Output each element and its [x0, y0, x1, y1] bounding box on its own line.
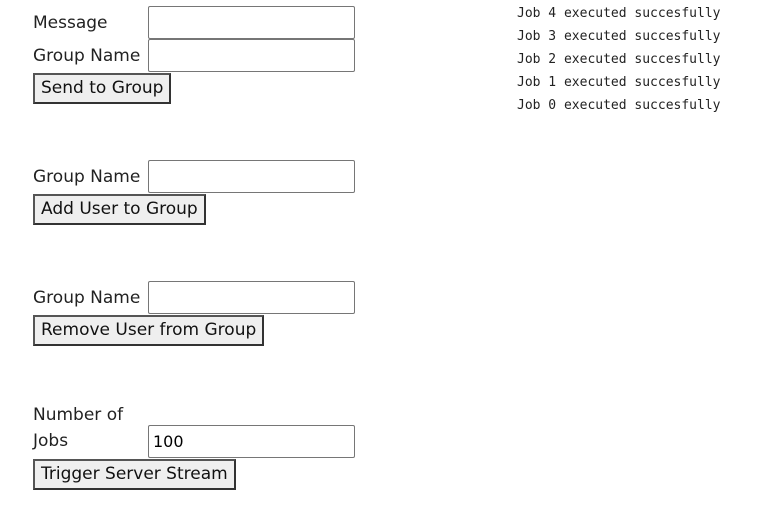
- add-group-name-input[interactable]: [148, 160, 355, 193]
- add-group-name-label: Group Name: [33, 167, 141, 187]
- add-user-to-group-button[interactable]: Add User to Group: [33, 194, 206, 225]
- number-of-jobs-input[interactable]: [148, 425, 355, 458]
- log-entry: Job 4 executed succesfully: [517, 6, 721, 21]
- log-entry: Job 2 executed succesfully: [517, 52, 721, 67]
- remove-group-name-label: Group Name: [33, 288, 141, 308]
- send-group-name-input[interactable]: [148, 39, 355, 72]
- number-of-jobs-label: Number of Jobs: [33, 405, 124, 451]
- log-entry: Job 0 executed succesfully: [517, 98, 721, 113]
- send-to-group-button[interactable]: Send to Group: [33, 73, 172, 104]
- message-input[interactable]: [148, 6, 355, 39]
- job-log-list: Job 4 executed succesfully Job 3 execute…: [517, 4, 772, 119]
- message-label: Message: [33, 13, 108, 33]
- send-group-name-label: Group Name: [33, 46, 141, 66]
- log-entry: Job 3 executed succesfully: [517, 29, 721, 44]
- remove-user-from-group-button[interactable]: Remove User from Group: [33, 315, 265, 346]
- trigger-server-stream-button[interactable]: Trigger Server Stream: [33, 459, 236, 490]
- remove-group-name-input[interactable]: [148, 281, 355, 314]
- log-entry: Job 1 executed succesfully: [517, 75, 721, 90]
